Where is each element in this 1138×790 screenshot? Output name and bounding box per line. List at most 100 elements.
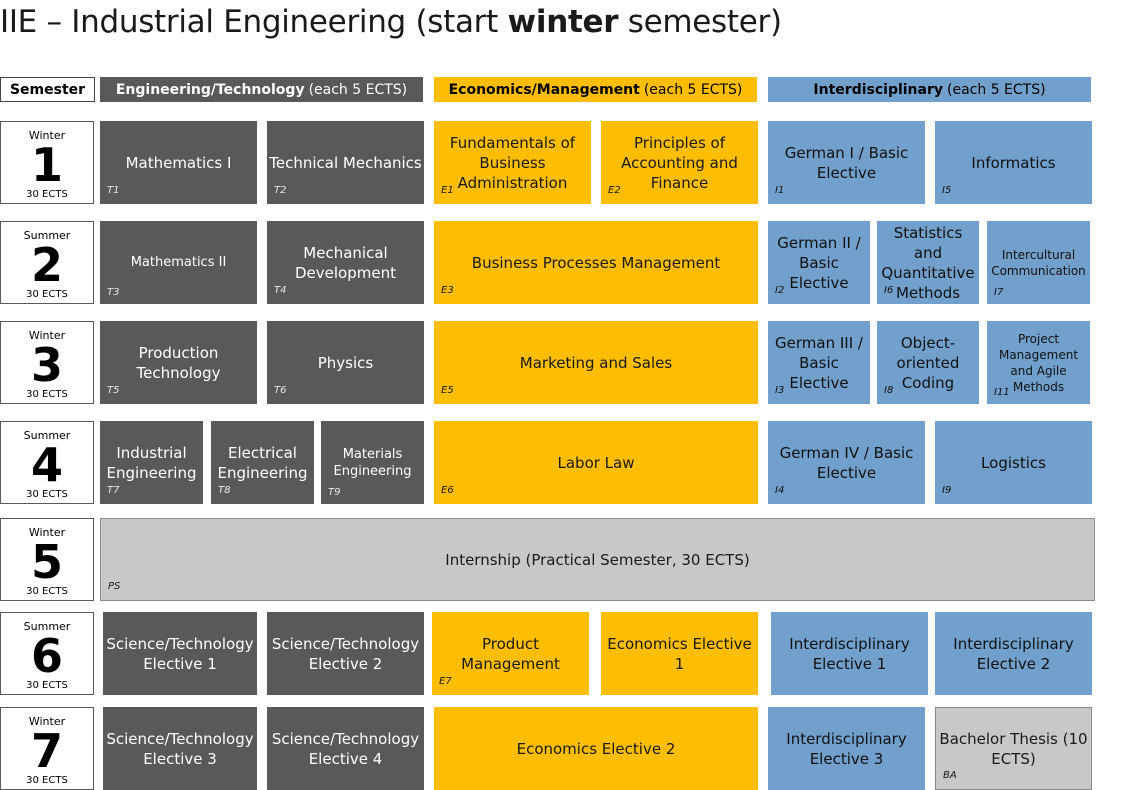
semester-number: 3 (30, 338, 63, 392)
module-code: I3 (775, 385, 785, 396)
module-economics-elective-2: Economics Elective 2 (434, 707, 758, 790)
module-name: Logistics (981, 453, 1046, 472)
module-name: Mathematics I (125, 153, 232, 172)
module-name: Technical Mechanics (269, 153, 422, 172)
module-name: Economics Elective 1 (607, 634, 752, 673)
semester-ects: 30 ECTS (26, 680, 68, 691)
module-name: Fundamentals of Business Administration (449, 133, 576, 192)
module-code: BA (943, 770, 957, 781)
header-interdisciplinary-note: (each 5 ECTS) (947, 81, 1046, 98)
module-interdisciplinary-elective-2: Interdisciplinary Elective 2 (935, 612, 1092, 695)
header-engineering-note: (each 5 ECTS) (308, 81, 408, 98)
module-name: Science/Technology Elective 3 (106, 729, 254, 768)
header-engineering: Engineering/Technology(each 5 ECTS) (100, 77, 423, 102)
module-name: Interdisciplinary Elective 2 (953, 634, 1074, 673)
module-name: Science/Technology Elective 2 (271, 634, 420, 673)
module-code: T8 (218, 485, 231, 496)
module-name: Bachelor Thesis (10 ECTS) (939, 729, 1088, 768)
module-science-tech-elective-4: Science/Technology Elective 4 (267, 707, 424, 790)
module-science-tech-elective-2: Science/Technology Elective 2 (267, 612, 424, 695)
module-code: I8 (884, 385, 894, 396)
module-code: T7 (107, 485, 120, 496)
module-code: I1 (775, 185, 785, 196)
module-name: Physics (317, 353, 374, 372)
header-economics-note: (each 5 ECTS) (643, 81, 743, 98)
module-name: Marketing and Sales (519, 353, 673, 372)
module-code: E1 (441, 185, 454, 196)
semester-term: Summer (23, 429, 71, 442)
header-interdisciplinary-name: Interdisciplinary (813, 81, 944, 98)
module-name: Science/Technology Elective 4 (271, 729, 420, 768)
module-code: I6 (884, 285, 894, 296)
module-name: Economics Elective 2 (516, 739, 676, 758)
module-name: Statistics and Quantitative Methods (881, 223, 975, 302)
module-name: Object-oriented Coding (896, 333, 960, 392)
module-name: Product Management (461, 634, 560, 673)
module-code: I5 (942, 185, 952, 196)
module-interdisciplinary-elective-3: Interdisciplinary Elective 3 (768, 707, 925, 790)
header-interdisciplinary: Interdisciplinary(each 5 ECTS) (768, 77, 1091, 102)
module-name: Industrial Engineering (106, 443, 197, 482)
module-code: E5 (441, 385, 454, 396)
module-name: Project Management and Agile Methods (998, 331, 1079, 394)
semester-ects: 30 ECTS (26, 775, 68, 786)
page-title: IIE – Industrial Engineering (start wint… (0, 4, 782, 40)
module-name: Materials Engineering (333, 446, 412, 479)
semester-number: 4 (30, 438, 63, 492)
module-code: I9 (942, 485, 952, 496)
semester-term: Winter (28, 526, 66, 539)
module-name: German II / Basic Elective (777, 233, 861, 292)
module-name: Science/Technology Elective 1 (106, 634, 254, 673)
semester-term: Winter (28, 715, 66, 728)
header-economics-name: Economics/Management (448, 81, 640, 98)
module-code: I2 (775, 285, 785, 296)
module-bachelor-thesis: Bachelor Thesis (10 ECTS) BA (935, 707, 1092, 790)
module-name: German III / Basic Elective (775, 333, 863, 392)
module-name: Mechanical Development (295, 243, 396, 282)
module-name: Mathematics II (130, 255, 227, 270)
module-code: T4 (274, 285, 287, 296)
module-code: I4 (775, 485, 785, 496)
module-name: Internship (Practical Semester, 30 ECTS) (445, 550, 750, 569)
module-code: I7 (994, 287, 1004, 298)
module-code: E6 (441, 485, 454, 496)
module-code: E3 (441, 285, 454, 296)
title-suffix: semester) (618, 4, 782, 40)
header-economics: Economics/Management(each 5 ECTS) (434, 77, 757, 102)
module-code: E7 (439, 676, 452, 687)
header-semester: Semester (0, 77, 95, 102)
semester-number: 5 (30, 535, 63, 589)
module-name: Electrical Engineering (217, 443, 308, 482)
semester-ects: 30 ECTS (26, 586, 68, 597)
semester-number: 6 (30, 629, 63, 683)
semester-ects: 30 ECTS (26, 289, 68, 300)
module-code: T1 (107, 185, 120, 196)
semester-term: Summer (23, 229, 71, 242)
